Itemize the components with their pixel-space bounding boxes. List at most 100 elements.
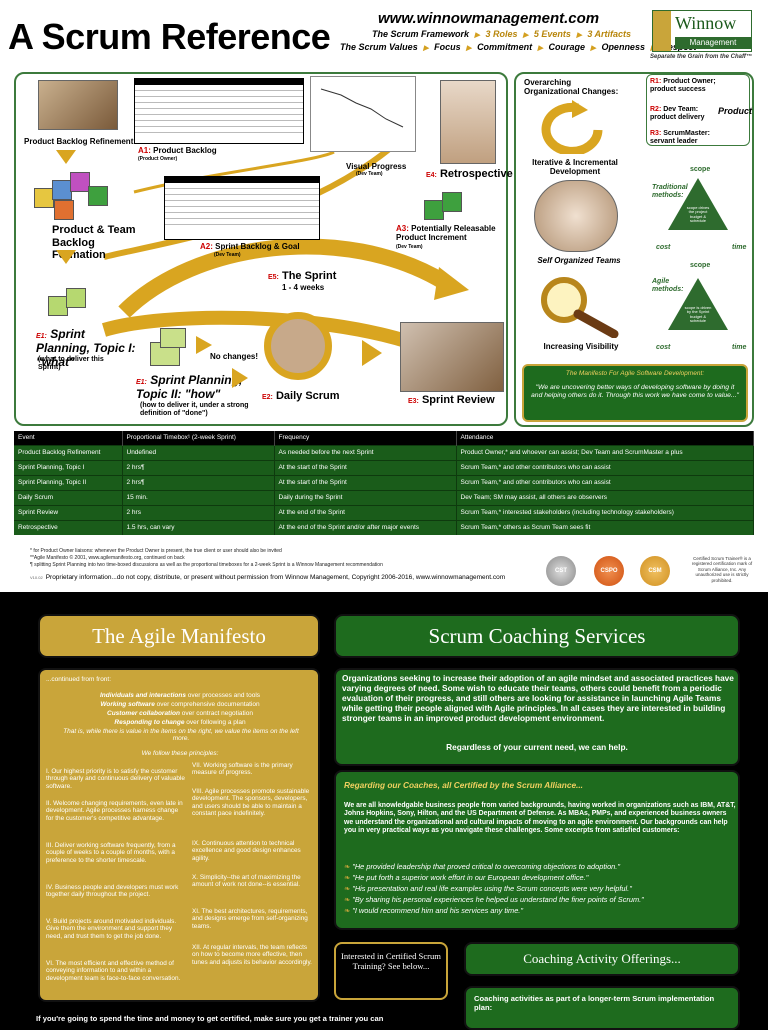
visibility-label: Increasing Visibility [543,342,619,351]
chevron-icon: ▶ [474,32,480,39]
cost-label-1: cost [656,244,671,251]
principle-6: VI. The most efficient and effective met… [46,960,181,982]
coaching-title: Scrum Coaching Services [428,624,646,648]
role-r3: R3: ScrumMaster: servant leader [650,130,730,145]
cell: Scrum Team,* and other contributors who … [456,459,754,475]
offerings-banner: Coaching Activity Offerings... [464,942,740,976]
self-organized-label: Self Organized Teams [537,256,621,265]
value-courage: Courage [548,42,586,52]
agile-label: Agile methods: [652,278,684,293]
quote-text: "He put forth a superior work effort in … [352,873,589,882]
e4-text: Retrospective [439,168,513,180]
training-callout[interactable]: Interested in Certified Scrum Training? … [334,942,448,1000]
col-timebox: Proportional Timebox¹ (2-week Sprint) [122,431,275,445]
chevron-right-icon [362,340,382,366]
a2-tag: A2: [200,242,213,251]
cell: Daily Scrum [14,489,123,505]
framework-artifacts: 3 Artifacts [587,29,632,39]
cell: Sprint Review [14,504,123,520]
scope-label-1: scope [690,166,711,173]
scrum-diagram-frame [14,72,508,426]
cell: Daily during the Sprint [274,489,457,505]
logo-word: Winnow [675,13,737,33]
cell: 2 hrs¶ [122,474,275,490]
value-rest: over comprehensive documentation [156,701,260,708]
footnote-3: ¶ splitting Sprint Planning into two tim… [30,562,383,568]
bottom-bar: If you're going to spend the time and mo… [0,1010,460,1030]
quote-text: "I would recommend him and his services … [352,906,523,915]
footnote-1: * for Product Owner liaisons: whenever t… [30,548,282,554]
value-commitment: Commitment [477,42,533,52]
product-backlog-table [134,78,304,144]
coaches-heading: Regarding our Coaches, all Certified by … [344,780,583,790]
burndown-line [320,88,404,128]
chevron-icon: ▶ [466,45,472,52]
refinement-label: Product Backlog Refinement [24,137,134,146]
refinement-photo [38,80,118,130]
reference-sheet: A Scrum Reference www.winnowmanagement.c… [0,0,768,592]
col-attendance: Attendance [456,431,754,445]
e4-tag: E4: [426,172,437,179]
cell: At the start of the Sprint [274,474,457,490]
value-openness: Openness [601,42,645,52]
traditional-triangle [668,178,728,230]
agile-manifesto-banner: The Agile Manifesto [38,614,320,658]
wheat-icon: ❧ [344,895,351,904]
cell: Product Owner,* and whoever can assist; … [456,444,754,460]
manifesto-value-4: Responding to change over following a pl… [46,719,314,726]
values-prefix: The Scrum Values [340,42,418,52]
value-rest: over following a plan [186,719,246,726]
quote-4: ❧"By sharing his personal experiences he… [344,895,644,904]
e1b-label: E1: Sprint Planning, Topic II: "how" [136,373,256,402]
wheat-icon [653,11,671,51]
role-r1: R1: Product Owner; product success [650,78,720,93]
coaching-intro-close: Regardless of your current need, we can … [446,742,628,752]
coaches-box: Regarding our Coaches, all Certified by … [334,770,740,930]
framework-prefix: The Scrum Framework [372,29,470,39]
chevron-icon: ▶ [522,32,529,39]
cell: Dev Team; SM may assist, all others are … [456,489,754,505]
csm-badge: CSM [640,556,670,586]
cell: 15 min. [122,489,275,505]
e1-label: E1: Sprint Planning, Topic I: "what" [36,327,140,369]
principle-11: XI. The best architectures, requirements… [192,908,308,930]
bottom-text: If you're going to spend the time and mo… [36,1014,384,1023]
principle-10: X. Simplicity--the art of maximizing the… [192,874,301,889]
col-event: Event [14,431,123,445]
a2-label: A2: Sprint Backlog & Goal [200,242,300,251]
principle-8: VIII. Agile processes promote sustainabl… [192,788,310,818]
value-bold: Customer collaboration [107,710,180,717]
offerings-text: Coaching activities as part of a longer-… [474,994,715,1013]
cell: At the end of the Sprint and/or after ma… [274,519,457,535]
principle-7: VII. Working software is the primary mea… [192,762,293,777]
quote-1: ❧"He provided leadership that proved cri… [344,862,620,871]
site-url[interactable]: www.winnowmanagement.com [378,10,600,27]
sprint-review-photo [400,322,504,392]
manifesto-that-is: That is, while there is value in the ite… [63,728,299,742]
chevron-icon: ▶ [576,32,582,39]
a3-tag: A3: [396,224,409,233]
cell: Undefined [122,444,275,460]
principle-1: I. Our highest priority is to satisfy th… [46,768,185,790]
chevron-icon: ▶ [537,45,543,52]
agile-triangle [668,278,728,330]
e5-tag: E5: [268,274,279,281]
principle-5: V. Build projects around motivated indiv… [46,918,177,940]
no-changes-label: No changes! [210,352,259,361]
cell: Scrum Team,* interested stakeholders (in… [456,504,754,520]
a3-label: A3: Potentially Releasable Product Incre… [396,224,506,242]
value-focus: Focus [434,42,461,52]
retrospective-photo [440,80,496,164]
quote-text: "His presentation and real life examples… [352,884,632,893]
offerings-box: Coaching activities as part of a longer-… [464,986,740,1030]
a1-owner: (Product Owner) [138,156,178,162]
a1-tag: A1: [138,146,151,155]
cell: Scrum Team,* others as Scrum Team sees f… [456,519,754,535]
a3-owner: (Dev Team) [396,244,423,250]
scope-label-2: scope [690,262,711,269]
visual-progress-label: Visual Progress [346,162,407,171]
time-label-1: time [732,244,747,251]
wheat-icon: ❧ [344,873,351,882]
